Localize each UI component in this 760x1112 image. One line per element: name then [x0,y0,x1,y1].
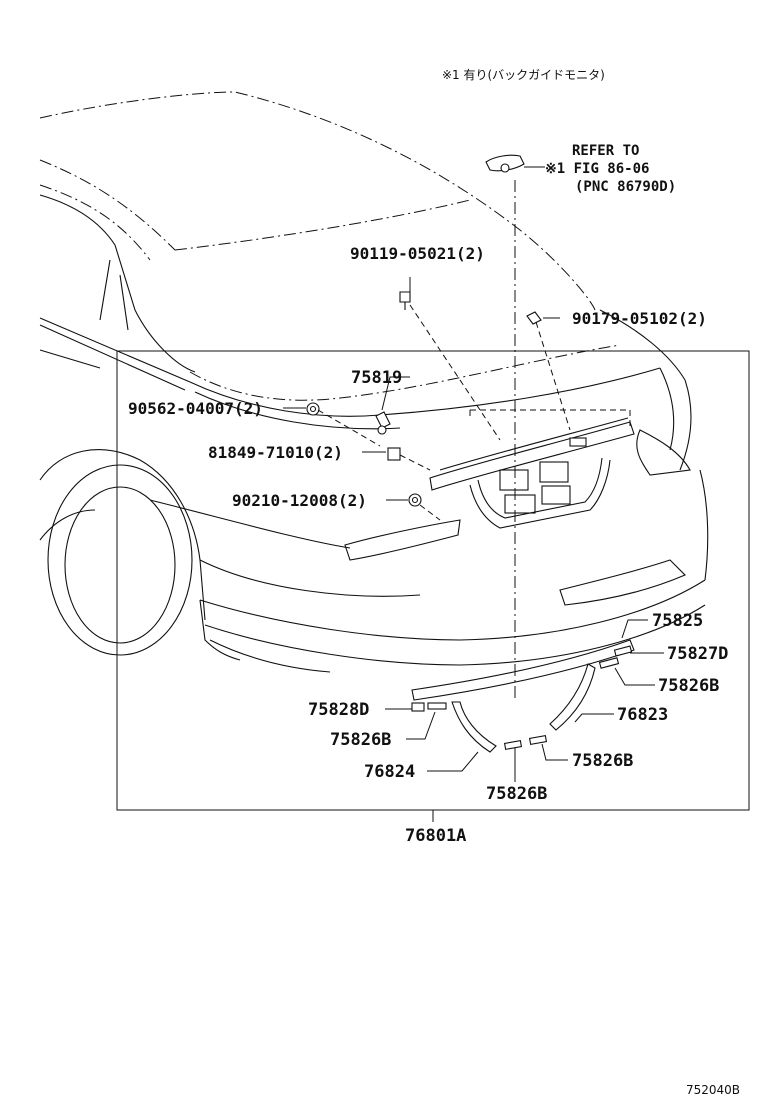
monitor-note: ※1 有り(バックガイドモニタ) [442,68,605,82]
part-90179: 90179-05102(2) [572,309,707,328]
part-76823: 76823 [617,705,668,725]
part-75826B-mid: 75826B [572,751,633,771]
car-body-drawing [39,91,709,673]
part-81849: 81849-71010(2) [208,443,343,462]
part-75826B-left: 75826B [330,730,391,750]
illustration-code: 752040B [686,1083,740,1097]
part-76824: 76824 [364,762,415,782]
refer-line3: (PNC 86790D) [575,179,676,195]
part-90562: 90562-04007(2) [128,399,263,418]
part-75828D: 75828D [308,700,369,720]
assembly-box [116,350,750,811]
refer-line1: REFER TO [572,143,639,159]
part-75826B-bottom: 75826B [486,784,547,804]
part-75825: 75825 [652,611,703,631]
part-76801A: 76801A [405,826,466,846]
part-75819: 75819 [351,368,402,388]
part-90119: 90119-05021(2) [350,244,485,263]
part-75827D: 75827D [667,644,728,664]
part-90210: 90210-12008(2) [232,491,367,510]
part-75826B-right: 75826B [658,676,719,696]
leader-lines [283,166,664,822]
refer-line2: ※1 FIG 86-06 [545,161,649,177]
garnish-drawing [306,154,635,753]
